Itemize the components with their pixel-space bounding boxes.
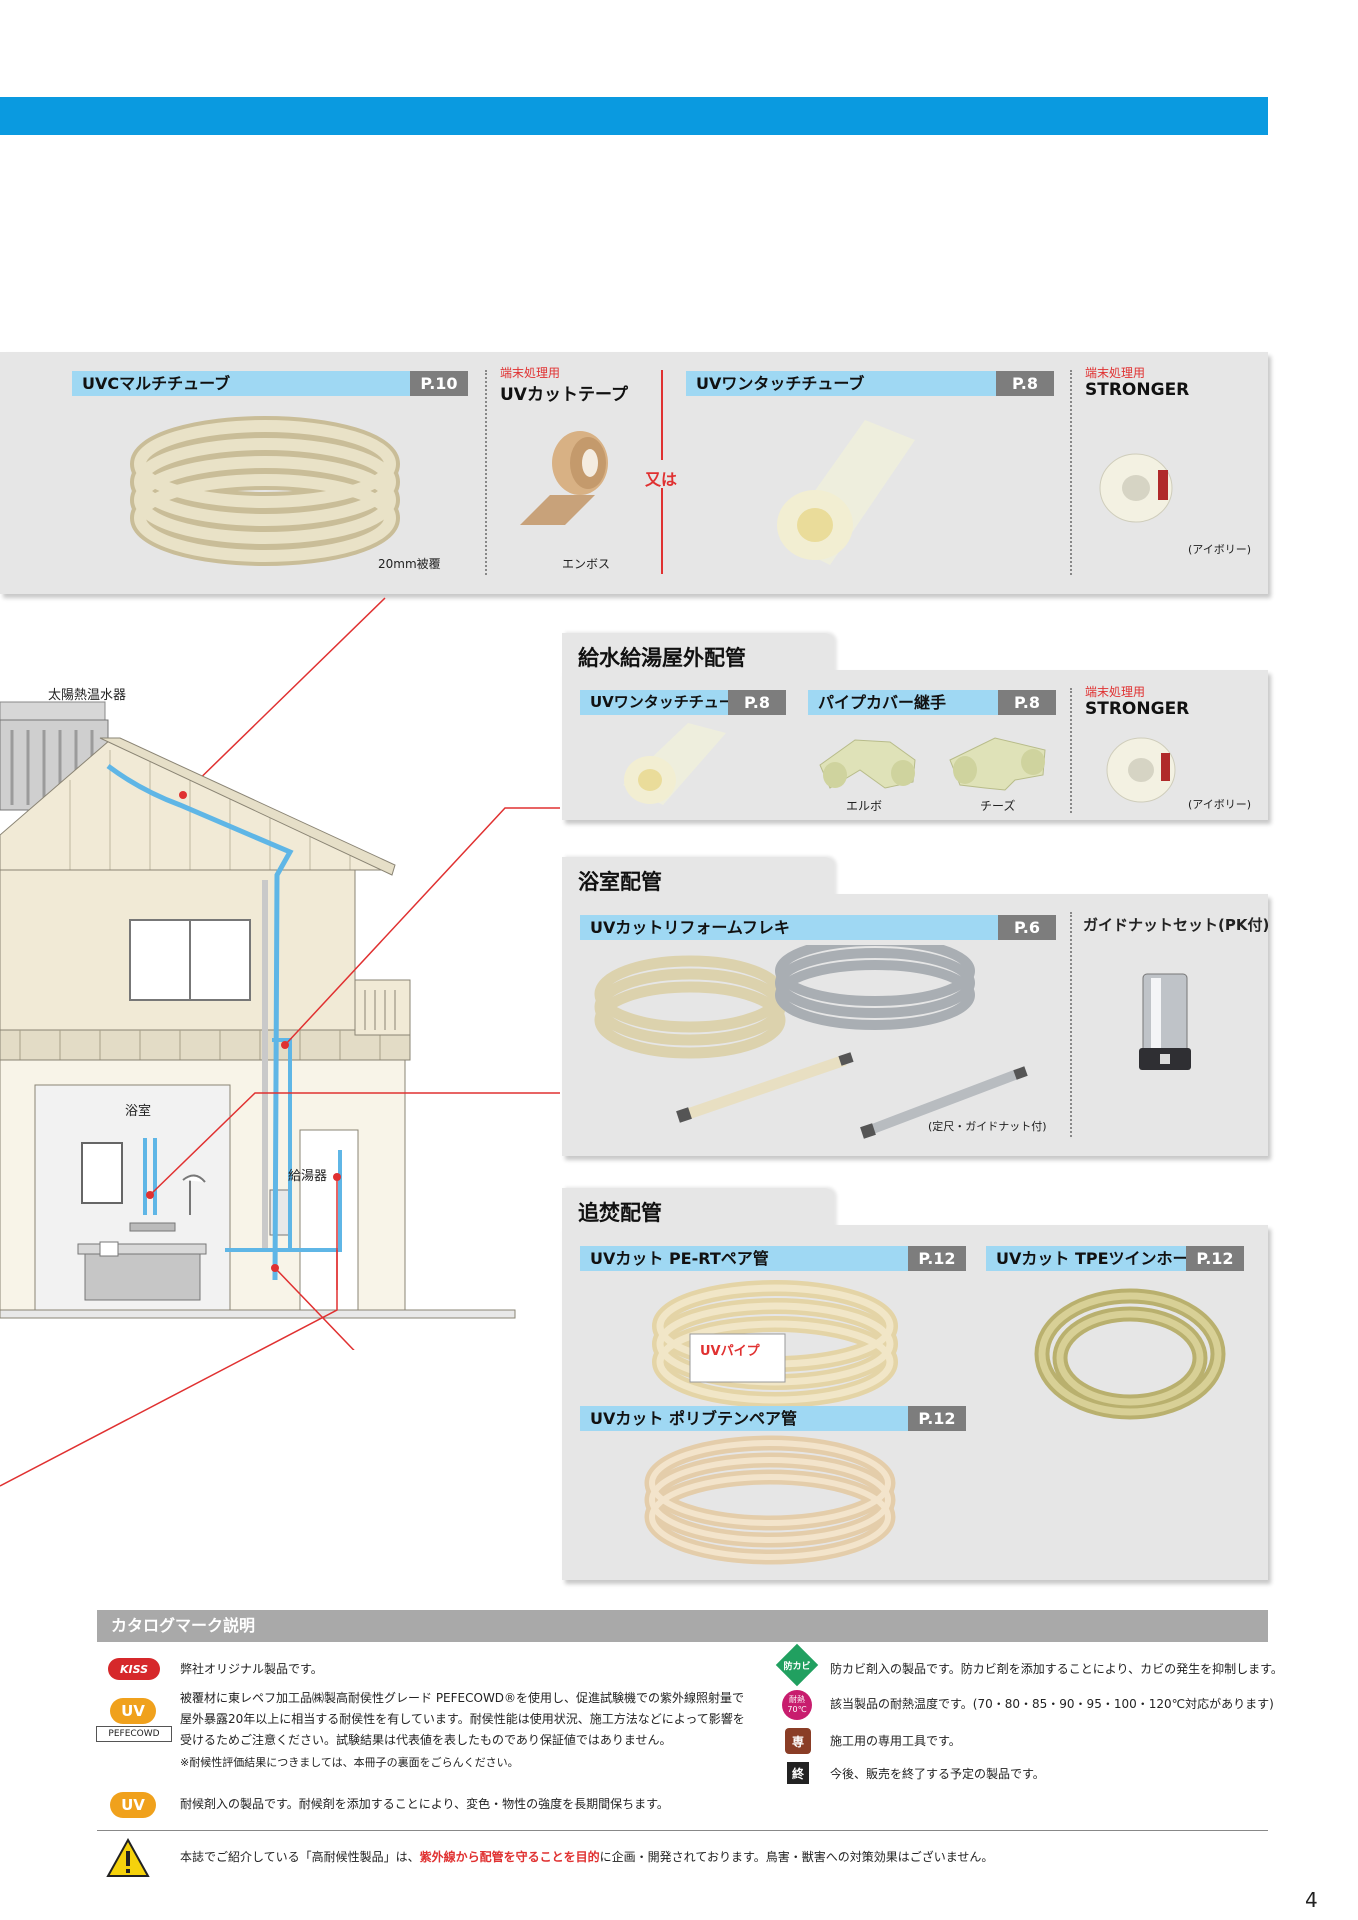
divider bbox=[485, 370, 487, 575]
polybutene-pair-pipe-image bbox=[644, 1435, 896, 1565]
s2-onetouch-image bbox=[623, 723, 726, 805]
warning-text: 本誌でご紹介している「高耐候性製品」は、紫外線から配管を守ることを目的に企画・開… bbox=[180, 1847, 993, 1868]
page-number: 4 bbox=[1305, 1888, 1318, 1912]
elbow-image bbox=[819, 739, 916, 789]
or-divider-top bbox=[661, 370, 663, 460]
pipe-cover-joint-label: パイプカバー継手 bbox=[808, 690, 998, 715]
warning-text-emphasis: 紫外線から配管を守ることを目的 bbox=[419, 1850, 600, 1864]
catalog-marks-title: カタログマーク説明 bbox=[97, 1610, 1268, 1642]
flex-caption: (定尺・ガイドナット付) bbox=[928, 1120, 1047, 1133]
tee-caption: チーズ bbox=[980, 799, 1016, 813]
pe-rt-pair-pipe-page[interactable]: P.12 bbox=[908, 1246, 966, 1271]
divider bbox=[1070, 912, 1072, 1137]
uv-weather-text: 耐候剤入の製品です。耐候剤を添加することにより、変色・物性の強度を長期間保ちます… bbox=[180, 1797, 669, 1811]
pe-rt-pair-pipe-image bbox=[652, 1280, 898, 1408]
polybutene-pair-pipe-label: UVカット ポリブテンペア管 bbox=[580, 1406, 908, 1431]
uv-mark-icon: UV bbox=[110, 1698, 156, 1724]
mold-proof-text: 防カビ剤入の製品です。防カビ剤を添加することにより、カビの発生を抑制します。 bbox=[830, 1662, 1283, 1676]
polybutene-pair-pipe-page[interactable]: P.12 bbox=[908, 1406, 966, 1431]
uvc-multi-tube-caption: 20mm被覆 bbox=[378, 557, 441, 571]
tpe-twin-hose-label: UVカット TPEツインホース bbox=[986, 1246, 1204, 1271]
special-tool-text: 施工用の専用工具です。 bbox=[830, 1734, 961, 1748]
uv-pipe-coil-label: UVパイプ bbox=[700, 1344, 760, 1359]
uv-reform-flex-image bbox=[594, 945, 1028, 1139]
s2-stronger-name: STRONGER bbox=[1085, 699, 1190, 719]
water-heater-label: 給湯器 bbox=[288, 1169, 328, 1184]
pefecowd-text-3: 受けるためご注意ください。試験結果は代表値を表したものであり保証値ではありません… bbox=[180, 1733, 672, 1747]
header-bar bbox=[0, 97, 1268, 135]
uv-reform-flex-page[interactable]: P.6 bbox=[998, 915, 1056, 940]
warning-text-pre: 本誌でご紹介している「高耐候性製品」は、 bbox=[180, 1850, 420, 1864]
pefecowd-note: ※耐候性評価結果につきましては、本冊子の裏面をごらんください。 bbox=[180, 1756, 519, 1769]
s2-stronger-tape-image bbox=[1106, 737, 1176, 803]
pipe-cover-joint-page[interactable]: P.8 bbox=[998, 690, 1056, 715]
guide-nut-set-name: ガイドナットセット(PK付) bbox=[1083, 916, 1270, 934]
uv-cut-tape-name: UVカットテープ bbox=[500, 385, 628, 405]
uv-onetouch-tube-label: UVワンタッチチューブ bbox=[686, 371, 996, 396]
discontinued-mark-icon: 終 bbox=[787, 1762, 809, 1784]
tpe-twin-hose-page[interactable]: P.12 bbox=[1186, 1246, 1244, 1271]
uvc-multi-tube-label: UVCマルチチューブ bbox=[72, 371, 410, 396]
stronger-tape-image bbox=[1099, 453, 1173, 523]
uvc-multi-tube-page[interactable]: P.10 bbox=[410, 371, 468, 396]
pefecowd-text-1: 被覆材に東レペフ加工品㈱製高耐侯性グレード PEFECOWD®を使用し、促進試験… bbox=[180, 1691, 745, 1705]
or-divider-bottom bbox=[661, 488, 663, 574]
legend-divider bbox=[97, 1830, 1268, 1831]
tape-caption: エンボス bbox=[562, 557, 611, 571]
uv-cut-tape-image bbox=[520, 431, 608, 525]
heat-mark-line1: 耐熱 bbox=[789, 1695, 805, 1704]
uv-onetouch-tube-page[interactable]: P.8 bbox=[996, 371, 1054, 396]
heat-resistance-text: 該当製品の耐熱温度です。(70・80・85・90・95・100・120℃対応があ… bbox=[830, 1697, 1274, 1711]
connector-lines-lower bbox=[0, 1250, 338, 1487]
discontinued-text: 今後、販売を終了する予定の製品です。 bbox=[830, 1767, 1045, 1781]
heat-mark-line2: 70℃ bbox=[787, 1705, 807, 1714]
pefecowd-mark-icon: PEFECOWD bbox=[96, 1726, 172, 1742]
elbow-caption: エルボ bbox=[846, 799, 883, 813]
tpe-twin-hose-image bbox=[1034, 1288, 1226, 1420]
kiss-mark-text: 弊社オリジナル製品です。 bbox=[180, 1662, 323, 1676]
s2-onetouch-label: UVワンタッチチューブ bbox=[580, 690, 748, 715]
pefecowd-text-2: 屋外暴露20年以上に相当する耐侯性を有しています。耐侯性能は使用状況、施工方法な… bbox=[180, 1712, 745, 1726]
s2-stronger-caption: (アイボリー) bbox=[1188, 798, 1252, 811]
uv-weather-mark-icon: UV bbox=[110, 1792, 156, 1818]
uv-onetouch-tube-image bbox=[777, 420, 915, 565]
uv-reform-flex-label: UVカットリフォームフレキ bbox=[580, 915, 998, 940]
stronger-note: 端末処理用 bbox=[1085, 366, 1146, 380]
kiss-mark-icon: KISS bbox=[108, 1658, 160, 1680]
s2-onetouch-page[interactable]: P.8 bbox=[728, 690, 786, 715]
stronger-caption: (アイボリー) bbox=[1188, 543, 1252, 556]
bathroom-label: 浴室 bbox=[125, 1104, 152, 1119]
divider bbox=[1070, 370, 1072, 575]
divider bbox=[1070, 688, 1072, 813]
tee-image bbox=[949, 737, 1046, 791]
heat-resistance-mark-icon: 耐熱 70℃ bbox=[782, 1690, 812, 1720]
uvc-multi-tube-image bbox=[130, 416, 400, 566]
warning-text-post: に企画・開発されております。鳥害・獣害への対策効果はございません。 bbox=[599, 1850, 994, 1864]
house-illustration bbox=[0, 597, 560, 1350]
solar-heater-label: 太陽熱温水器 bbox=[48, 688, 127, 703]
s2-stronger-note: 端末処理用 bbox=[1085, 685, 1146, 699]
or-text: 又は bbox=[645, 470, 678, 489]
guide-nut-image bbox=[1139, 973, 1191, 1070]
tape-note: 端末処理用 bbox=[500, 366, 561, 380]
special-tool-mark-icon: 専 bbox=[785, 1728, 811, 1754]
mold-proof-mark-label: 防カビ bbox=[783, 1662, 811, 1672]
warning-icon bbox=[106, 1838, 150, 1877]
stronger-name: STRONGER bbox=[1085, 380, 1190, 400]
pe-rt-pair-pipe-label: UVカット PE-RTペア管 bbox=[580, 1246, 908, 1271]
